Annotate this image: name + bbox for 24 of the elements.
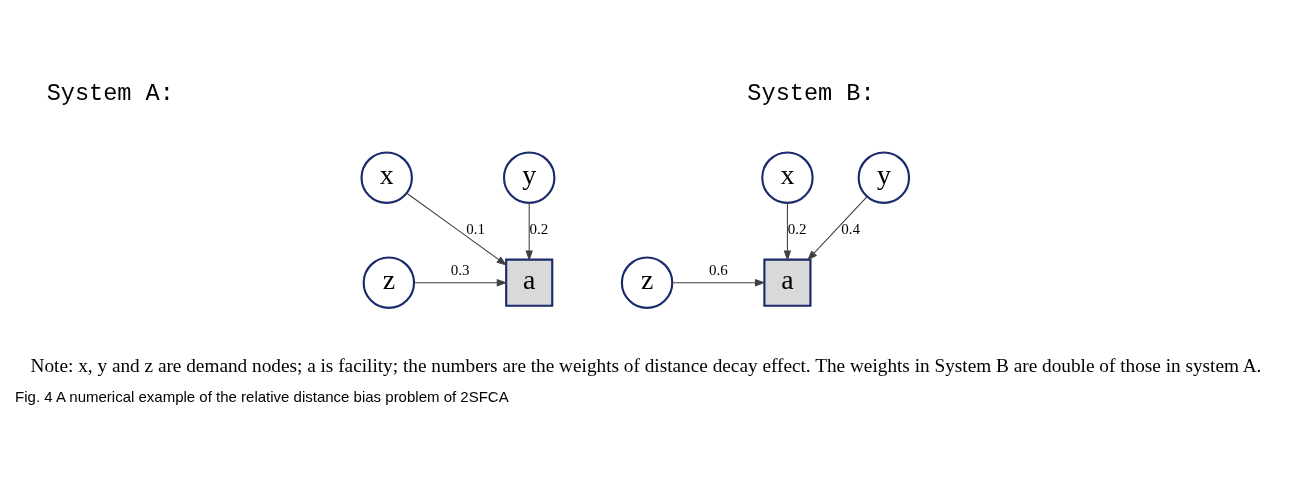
- arrow: [525, 202, 533, 262]
- arrow: [783, 202, 792, 262]
- edge-label: 0.3: [450, 262, 470, 279]
- node-circle: x: [761, 151, 814, 204]
- node-box: a: [505, 258, 554, 307]
- edge-label: 0.4: [841, 221, 861, 238]
- arrow: [671, 278, 766, 287]
- label: System A:: [46, 79, 174, 107]
- edge-label: 0.2: [529, 221, 549, 238]
- node-circle: z: [620, 256, 674, 309]
- node-circle: y: [502, 151, 556, 204]
- edge-label: 0.6: [708, 262, 728, 279]
- caption: Fig. 4 A numerical example of the relative distance bias problem of 2SFCA: [15, 388, 509, 406]
- arrow: [406, 192, 508, 266]
- arrow: [413, 278, 508, 287]
- edge-label: 0.1: [466, 221, 486, 238]
- node-circle: z: [362, 256, 416, 309]
- arrow: [806, 196, 868, 261]
- label: System B:: [747, 79, 875, 107]
- node-box: a: [763, 258, 812, 307]
- edge-label: 0.2: [787, 221, 807, 238]
- node-circle: y: [857, 151, 911, 204]
- node-circle: x: [360, 151, 413, 204]
- label: Note: x, y and z are demand nodes; a is facility; the numbers are the weights of distance decay effect. The weights in System B are double of those in system A.: [30, 354, 1262, 376]
